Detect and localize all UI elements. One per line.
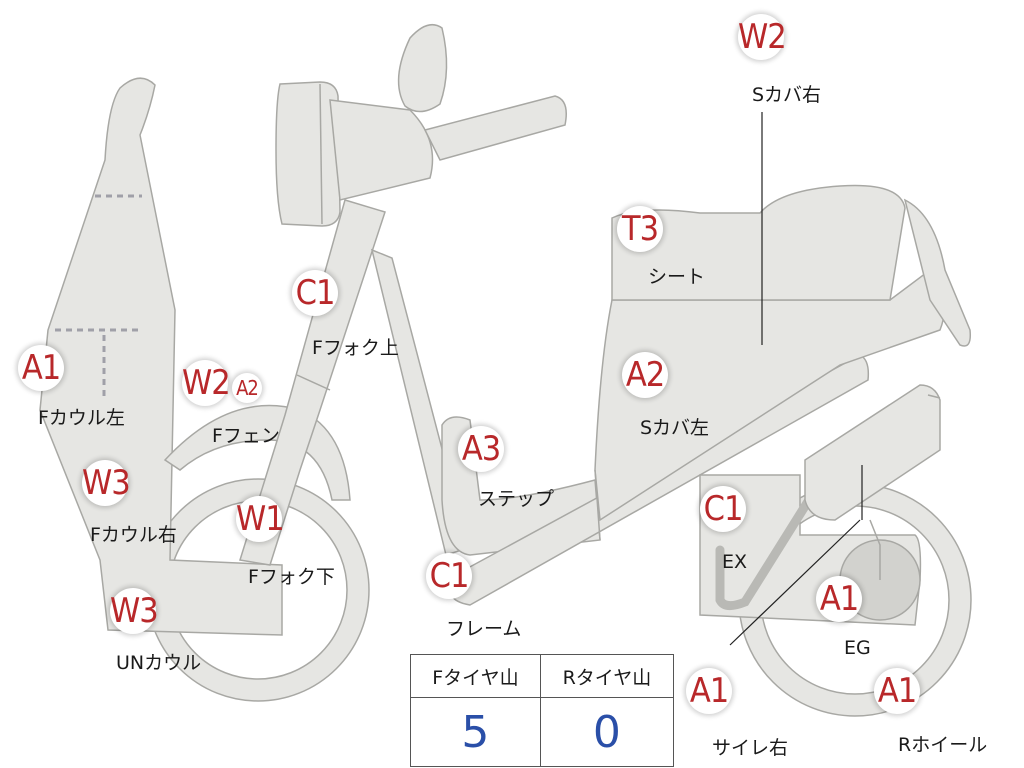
grade-badge-rwheel: A1 (874, 668, 920, 714)
grade-badge-un-cowl: W3 (110, 588, 159, 634)
grade-badge-muffler-right: A1 (686, 668, 732, 714)
grade-badge-frame: C1 (426, 553, 472, 599)
part-label-scover-left: Sカバ左 (640, 417, 710, 439)
grade-badge-scover-right: W2 (738, 14, 787, 60)
grade-badge-scover-left: A2 (622, 352, 668, 398)
mirror (397, 23, 448, 113)
part-label-rwheel: Rホイール (898, 734, 988, 756)
tire-tread-table: Fタイヤ山 Rタイヤ山 5 0 (410, 654, 675, 767)
part-label-scover-right: Sカバ右 (752, 84, 822, 106)
grade-badge-eg: A1 (816, 576, 862, 622)
grade-badge-ffork-lower: W1 (236, 496, 285, 542)
front-tire-tread-value: 5 (410, 697, 541, 767)
part-label-fcowl-left: Fカウル左 (38, 407, 125, 429)
handlebar (329, 99, 434, 201)
tail-cowl (903, 198, 972, 347)
rear-tire-tread-value: 0 (539, 697, 675, 767)
handlebar-grip (423, 95, 567, 161)
part-label-ffender: Fフェン (212, 425, 280, 447)
part-label-fcowl-right: Fカウル右 (90, 524, 177, 546)
grade-badge-ffender: W2 (182, 360, 231, 406)
headlight (275, 81, 341, 227)
grade-badge-ffork-upper: C1 (292, 270, 338, 316)
grade-badge-fcowl-left: A1 (18, 345, 64, 391)
part-label-step: ステップ (478, 488, 555, 510)
muffler (804, 384, 941, 521)
grade-badge-ex: C1 (700, 486, 746, 532)
part-label-eg: EG (844, 637, 871, 659)
rear-tire-tread-header: Rタイヤ山 (539, 654, 675, 698)
grade-badge-seat: T3 (617, 206, 663, 252)
part-label-ffork-lower: Fフォク下 (248, 566, 335, 588)
part-label-muffler-right: サイレ右 (712, 737, 789, 759)
grade-badge-ffender-extra: A2 (232, 373, 262, 403)
grade-badge-fcowl-right: W3 (82, 460, 131, 506)
part-label-frame: フレーム (446, 618, 522, 640)
front-tire-tread-header: Fタイヤ山 (410, 654, 541, 698)
part-label-seat: シート (648, 266, 706, 288)
part-label-ffork-upper: Fフォク上 (312, 337, 399, 359)
grade-badge-step: A3 (458, 426, 504, 472)
part-label-ex: EX (722, 551, 748, 573)
exhaust-pipe (715, 490, 817, 610)
part-label-un-cowl: UNカウル (116, 652, 202, 674)
